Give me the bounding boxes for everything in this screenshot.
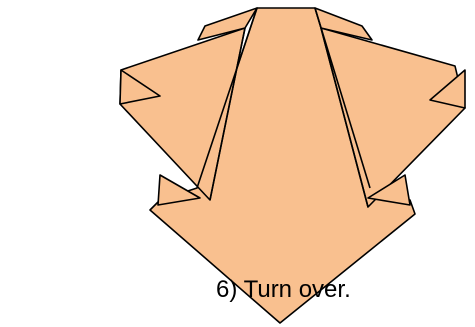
step-instruction: 6) Turn over. (216, 276, 351, 304)
